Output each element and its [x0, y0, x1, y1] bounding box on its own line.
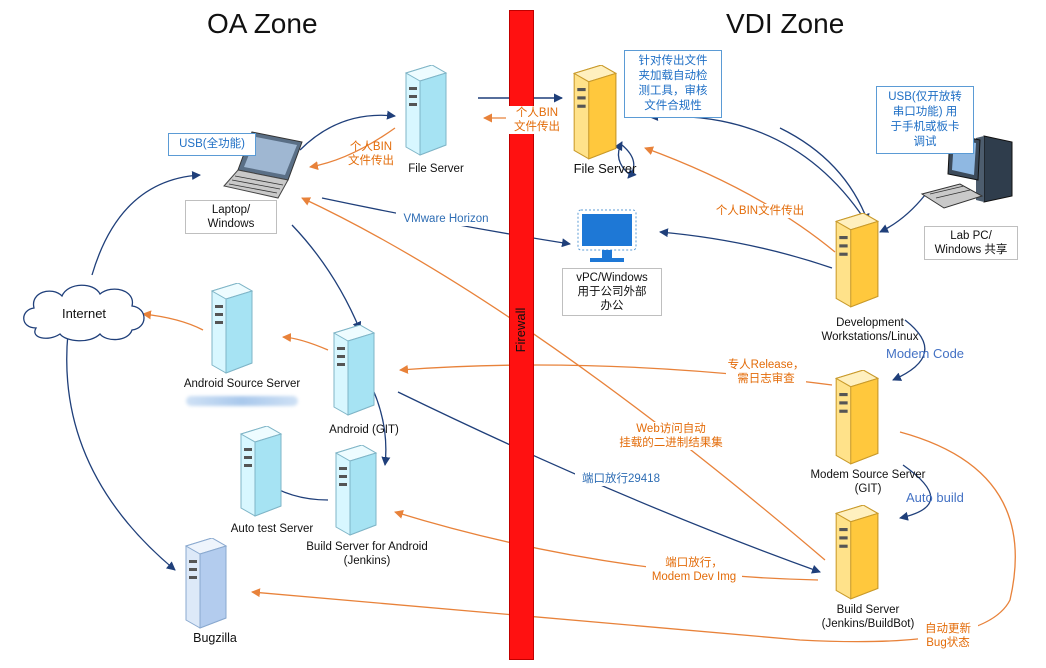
vpc-label: vPC/Windows 用于公司外部 办公 [562, 268, 662, 316]
auto-test-server-icon [239, 426, 283, 517]
auto-update-label: 自动更新 Bug状态 [918, 622, 978, 650]
modem-source-label: Modem Source Server (GIT) [810, 469, 926, 495]
usb-full-note: USB(全功能) [168, 133, 256, 156]
edge-vpc-fs [614, 141, 631, 176]
web-access-label: Web访问自动 挂载的二进制结果集 [606, 422, 736, 450]
edge-port-img [394, 510, 819, 581]
edge-internet-laptop [91, 171, 201, 276]
edge-bin-dev [644, 146, 836, 253]
android-git-label: Android (GIT) [329, 424, 399, 436]
edge-port29418 [397, 391, 821, 574]
bin-out-dev-label: 个人BIN文件传出 [708, 204, 812, 218]
auto-test-label: Auto test Server [230, 523, 314, 535]
lab-pc-label: Lab PC/ Windows 共享 [924, 226, 1018, 260]
laptop-label: Laptop/ Windows [185, 200, 277, 234]
file-server-vdi-icon [572, 65, 618, 160]
android-source-server-icon [210, 283, 254, 374]
vmware-label: VMware Horizon [396, 212, 496, 226]
dev-workstation-icon [834, 213, 880, 308]
port-29418-label: 端口放行29418 [575, 472, 667, 486]
edge-source-internet [142, 310, 204, 331]
release-label: 专人Release， 需日志审查 [726, 358, 806, 386]
vpc-monitor-icon [577, 209, 637, 262]
build-android-label: Build Server for Android (Jenkins) [306, 541, 428, 567]
edge-modem-build [899, 464, 932, 521]
modem-source-server-icon [834, 370, 880, 465]
edge-labpc-dev [879, 194, 926, 233]
bin-out-oa-label: 个人BIN 文件传出 [348, 141, 394, 167]
edge-laptop-android [291, 224, 362, 331]
build-server-android-icon [334, 445, 378, 536]
firewall-label: Firewall [513, 307, 528, 353]
edge-auto-update [251, 431, 1016, 643]
build-server-vdi-icon [834, 505, 880, 600]
edge-dev-modem [892, 319, 926, 381]
vdi-zone-title: VDI Zone [726, 8, 845, 39]
edge-internet-bugzilla [66, 332, 176, 571]
bugzilla-server-icon [184, 538, 228, 629]
android-source-label: Android Source Server [183, 378, 301, 390]
dev-workstation-label: Development Workstations/Linux [821, 317, 919, 343]
edge-android-source [282, 332, 329, 351]
auto-build-label: Auto build [906, 490, 964, 505]
edge-web-access [301, 197, 826, 561]
modem-code-label: Modem Code [886, 346, 965, 361]
bugzilla-label: Bugzilla [193, 631, 237, 645]
oa-zone-title: OA Zone [207, 8, 318, 39]
edge-fs-vpc [621, 144, 637, 179]
edge-fsvdi-dev [779, 127, 870, 223]
edge-bin-oa [309, 127, 396, 171]
file-server-oa-label: File Server [408, 163, 464, 175]
internet-label: Internet [61, 306, 107, 321]
build-server-vdi-label: Build Server (Jenkins/BuildBot) [821, 604, 915, 630]
bin-out-vdi-label: 个人BIN 文件传出 [506, 106, 568, 134]
laptop-icon [223, 131, 303, 199]
edge-dev-vpc [659, 228, 833, 269]
checker-note: 针对传出文件 夹加载自动检 测工具，审核 文件合规性 [624, 50, 722, 118]
file-server-vdi-label: File Server [573, 161, 637, 176]
android-source-address-redacted [186, 396, 298, 406]
internet-cloud-icon [23, 284, 145, 342]
edge-laptop-fileserver [299, 110, 396, 151]
port-img-label: 端口放行， Modem Dev Img [646, 556, 742, 584]
usb-serial-note: USB(仅开放转 串口功能) 用 于手机或板卡 调试 [876, 86, 974, 154]
android-git-server-icon [332, 325, 376, 416]
file-server-oa-icon [404, 65, 448, 156]
